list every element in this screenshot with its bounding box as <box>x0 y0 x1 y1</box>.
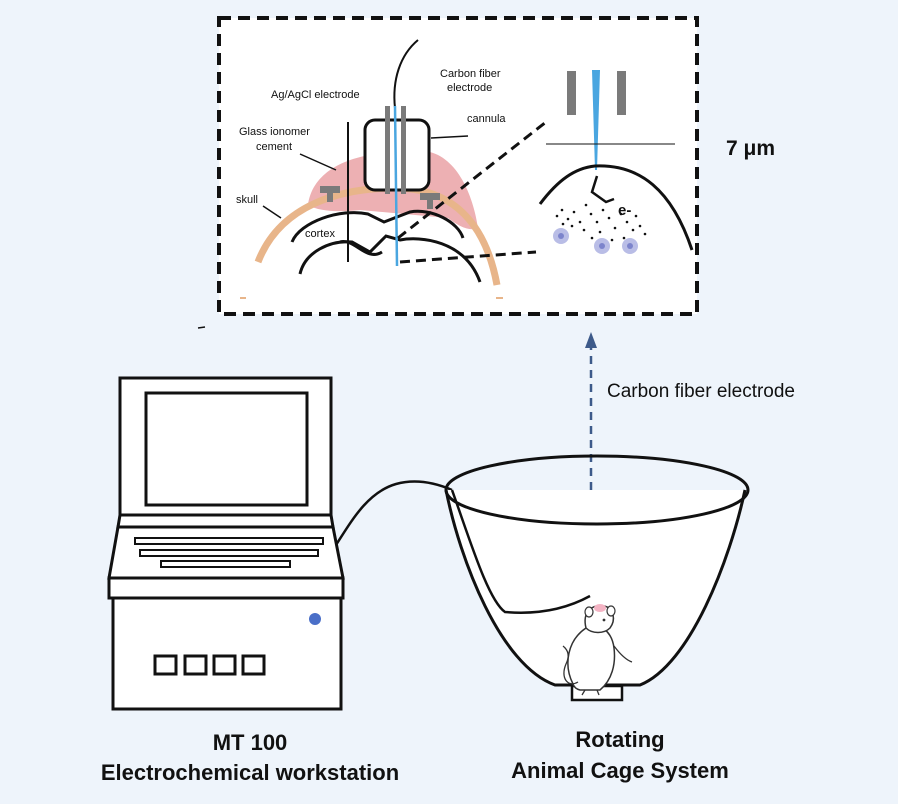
cannula-leader <box>430 135 469 139</box>
arrow-head <box>585 332 597 348</box>
magnified-holder-left <box>567 71 576 115</box>
electrode-holder-left <box>385 106 390 194</box>
workstation-top-band <box>107 576 345 600</box>
front-port-3 <box>212 654 237 676</box>
electron-transfer-arrow <box>590 175 615 204</box>
mouse-feet <box>581 689 600 696</box>
mouse-ear-right <box>606 605 616 617</box>
anchor-screw-left <box>320 186 340 202</box>
inset-dashed-frame <box>217 16 699 316</box>
scale-label: 7 μm <box>726 137 775 160</box>
molecule-dots <box>555 203 647 242</box>
magnified-carbon-fiber <box>592 70 600 170</box>
mouse-tail <box>562 645 579 685</box>
front-port-1 <box>153 654 178 676</box>
inset-panel: e- Ag/AgCl electrode Carbon fiber electr… <box>217 16 699 316</box>
brain-outline-upper <box>290 209 465 243</box>
cannula-label: cannula <box>467 113 506 125</box>
glass-ionomer-label-line2: cement <box>256 141 292 153</box>
cage-inner-edge <box>450 489 591 614</box>
mouse-eye <box>602 618 606 622</box>
workstation-body <box>111 596 343 711</box>
glass-ionomer-label-line1: Glass ionomer <box>239 126 310 138</box>
electrochemical-workstation <box>107 376 345 711</box>
magnified-brain-surface <box>538 164 694 251</box>
mouse-forelimb <box>613 645 633 663</box>
connection-cable <box>334 480 453 546</box>
mouse <box>562 604 633 696</box>
magnified-holder-right <box>617 71 626 115</box>
carbon-fiber-label-line1: Carbon fiber <box>440 68 501 80</box>
anchor-screw-right <box>420 193 440 209</box>
carbon-fiber <box>393 105 399 267</box>
neuron-cells <box>553 228 638 254</box>
agagcl-label: Ag/AgCl electrode <box>271 89 360 101</box>
workstation-caption-line2: Electrochemical workstation <box>101 760 399 785</box>
electrode-lead-wire <box>393 39 419 109</box>
cement-leader <box>299 153 337 171</box>
carbon-fiber-label-line2: electrode <box>447 82 492 94</box>
skull-leader <box>262 205 282 219</box>
front-port-4 <box>241 654 266 676</box>
stray-mark <box>197 326 206 329</box>
carbon-fiber-electrode-label: Carbon fiber electrode <box>607 381 795 402</box>
magnified-view: e- <box>538 70 694 254</box>
front-port-2 <box>183 654 208 676</box>
cage-caption-line2: Animal Cage System <box>511 758 729 783</box>
mouse-ear-left <box>584 606 594 618</box>
cage-rim <box>444 454 750 526</box>
brain-outline-lower <box>298 234 482 283</box>
keyboard-row-2 <box>139 549 319 557</box>
keyboard-row-3 <box>160 560 291 568</box>
zoom-line-lower <box>399 250 537 264</box>
electron-label: e- <box>618 202 631 219</box>
mouse-body <box>567 625 616 691</box>
cortex-label: cortex <box>305 228 335 240</box>
skull-label: skull <box>236 194 258 206</box>
power-indicator-light <box>309 613 321 625</box>
mouse-headcap <box>594 604 606 612</box>
monitor-screen <box>144 391 309 507</box>
brain-sulcus <box>339 240 383 256</box>
electrode-holder-right <box>401 106 406 194</box>
keyboard-row-1 <box>134 537 324 545</box>
cage-caption-line1: Rotating <box>575 727 664 752</box>
monitor-hinge <box>116 513 335 529</box>
workstation-caption-line1: MT 100 <box>213 730 288 755</box>
